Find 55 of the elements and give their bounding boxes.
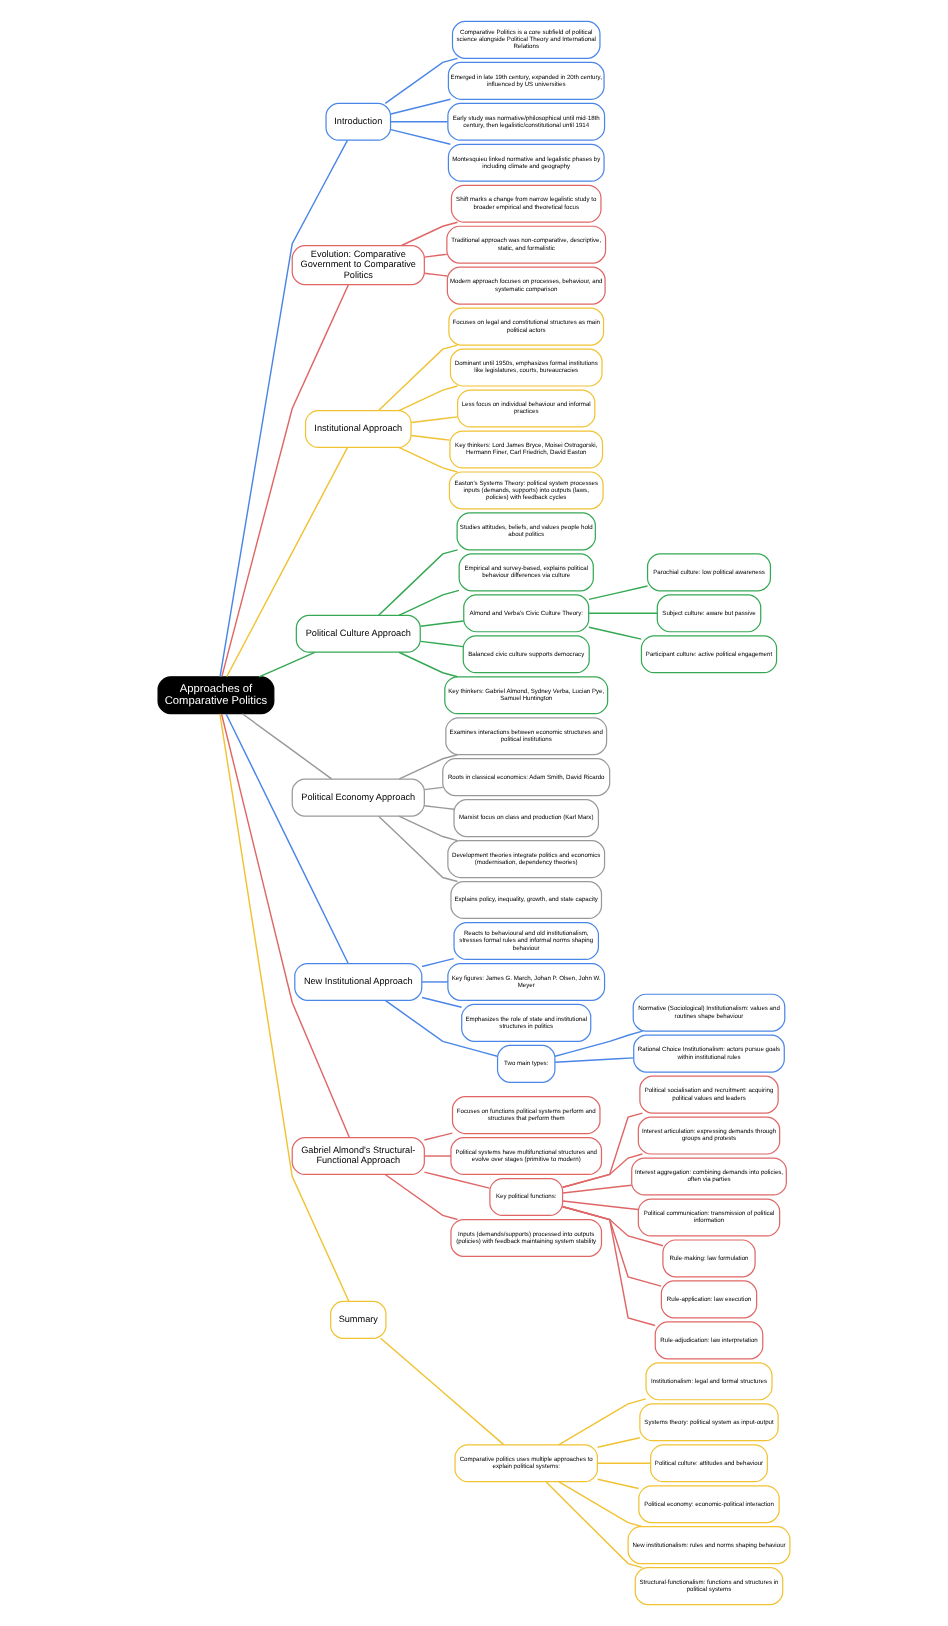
connector (423, 272, 449, 277)
connector (545, 1481, 644, 1569)
connector (423, 253, 448, 258)
connector (423, 786, 444, 791)
connector (384, 1173, 459, 1221)
connector (596, 1462, 652, 1464)
connector (421, 981, 449, 983)
connector (398, 385, 459, 412)
connector (390, 121, 449, 123)
connector (410, 434, 451, 441)
connector (561, 1112, 644, 1189)
connector (410, 416, 459, 424)
connector (384, 999, 498, 1057)
connector (557, 1481, 644, 1528)
connector (390, 98, 452, 115)
connector (379, 1337, 505, 1446)
connector (220, 713, 351, 1139)
connector (377, 815, 459, 883)
connector (554, 1030, 644, 1057)
connector (561, 1205, 656, 1327)
connector (421, 957, 455, 968)
connector (588, 626, 643, 640)
connector (225, 713, 349, 965)
connector (221, 284, 350, 678)
connector (398, 589, 460, 616)
connector (423, 1155, 452, 1157)
connector (561, 1153, 644, 1189)
connector (398, 815, 459, 842)
connector (596, 1437, 641, 1448)
connector (423, 1132, 454, 1141)
connector (258, 651, 316, 678)
connector (588, 585, 649, 601)
connector (562, 1184, 633, 1194)
connector (596, 1478, 640, 1490)
connector (419, 620, 465, 627)
connector (423, 1171, 491, 1189)
connector (398, 754, 459, 780)
connector (377, 344, 459, 412)
connector (226, 447, 349, 678)
connector (562, 1200, 640, 1211)
connector (241, 713, 333, 780)
connector (219, 139, 349, 678)
connector (384, 57, 459, 105)
connector (588, 612, 658, 615)
connector (398, 651, 459, 678)
connector (557, 1398, 647, 1446)
connector (554, 1057, 635, 1063)
connector (419, 640, 464, 648)
connector (400, 221, 459, 247)
connector (398, 446, 459, 473)
connector (377, 549, 459, 616)
connector (219, 713, 350, 1303)
connector (423, 804, 455, 811)
connector (390, 128, 452, 145)
connector (421, 996, 463, 1008)
